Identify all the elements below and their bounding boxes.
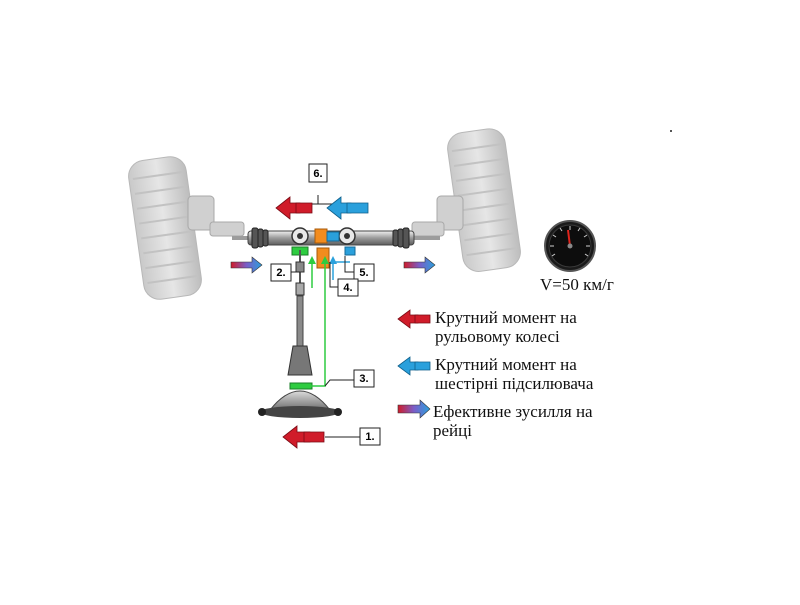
callout-2: 2. [270,263,292,282]
left-rack-force-arrow-icon [230,256,263,274]
top-red-arrow-icon [275,196,313,220]
top-blue-arrow-icon [326,196,369,220]
legend-effective-rack-force: Ефективне зусилля на рейці [433,402,593,440]
sensor-signal-lines [310,262,326,387]
bottom-red-arrow-icon [282,425,325,449]
red-double-arrow-icon [397,309,431,329]
steering-rack [247,227,415,249]
left-knuckle [187,195,245,237]
svg-text:3.: 3. [359,373,368,385]
electric-motor [316,247,330,269]
sensor-arrow-icon [308,256,316,264]
right-rack-force-arrow-icon [403,256,436,274]
callout-1: 1. [359,427,381,446]
steering-wheel [258,382,342,418]
callout-3: 3. [353,369,375,388]
svg-text:5.: 5. [359,267,368,279]
right-wheel [447,128,521,272]
sensor-arrow-icon [321,256,329,264]
svg-text:1.: 1. [365,431,374,443]
right-knuckle [411,195,464,237]
svg-text:2.: 2. [276,267,285,279]
blue-double-arrow-icon [397,356,431,376]
steering-column [287,250,313,376]
svg-text:4.: 4. [343,282,352,294]
control-signal-line [332,261,350,280]
left-wheel [128,156,202,300]
callout-4: 4. [337,278,359,297]
motor-housing [314,228,328,244]
speed-label: V=50 км/г [540,275,614,294]
right-boot [392,227,410,249]
legend-assist-pinion-torque: Крутний момент на шестірні підсилювача [435,355,594,393]
control-unit [344,246,356,256]
left-boot [251,227,269,249]
svg-text:6.: 6. [313,168,322,180]
legend-steering-wheel-torque: Крутний момент на рульовому колесі [435,308,577,346]
speedometer-icon [544,220,596,272]
speedometer-needle [567,229,571,247]
callout-5: 5. [353,263,375,282]
gradient-arrow-icon [397,399,431,419]
callout-6: 6. [308,163,328,183]
